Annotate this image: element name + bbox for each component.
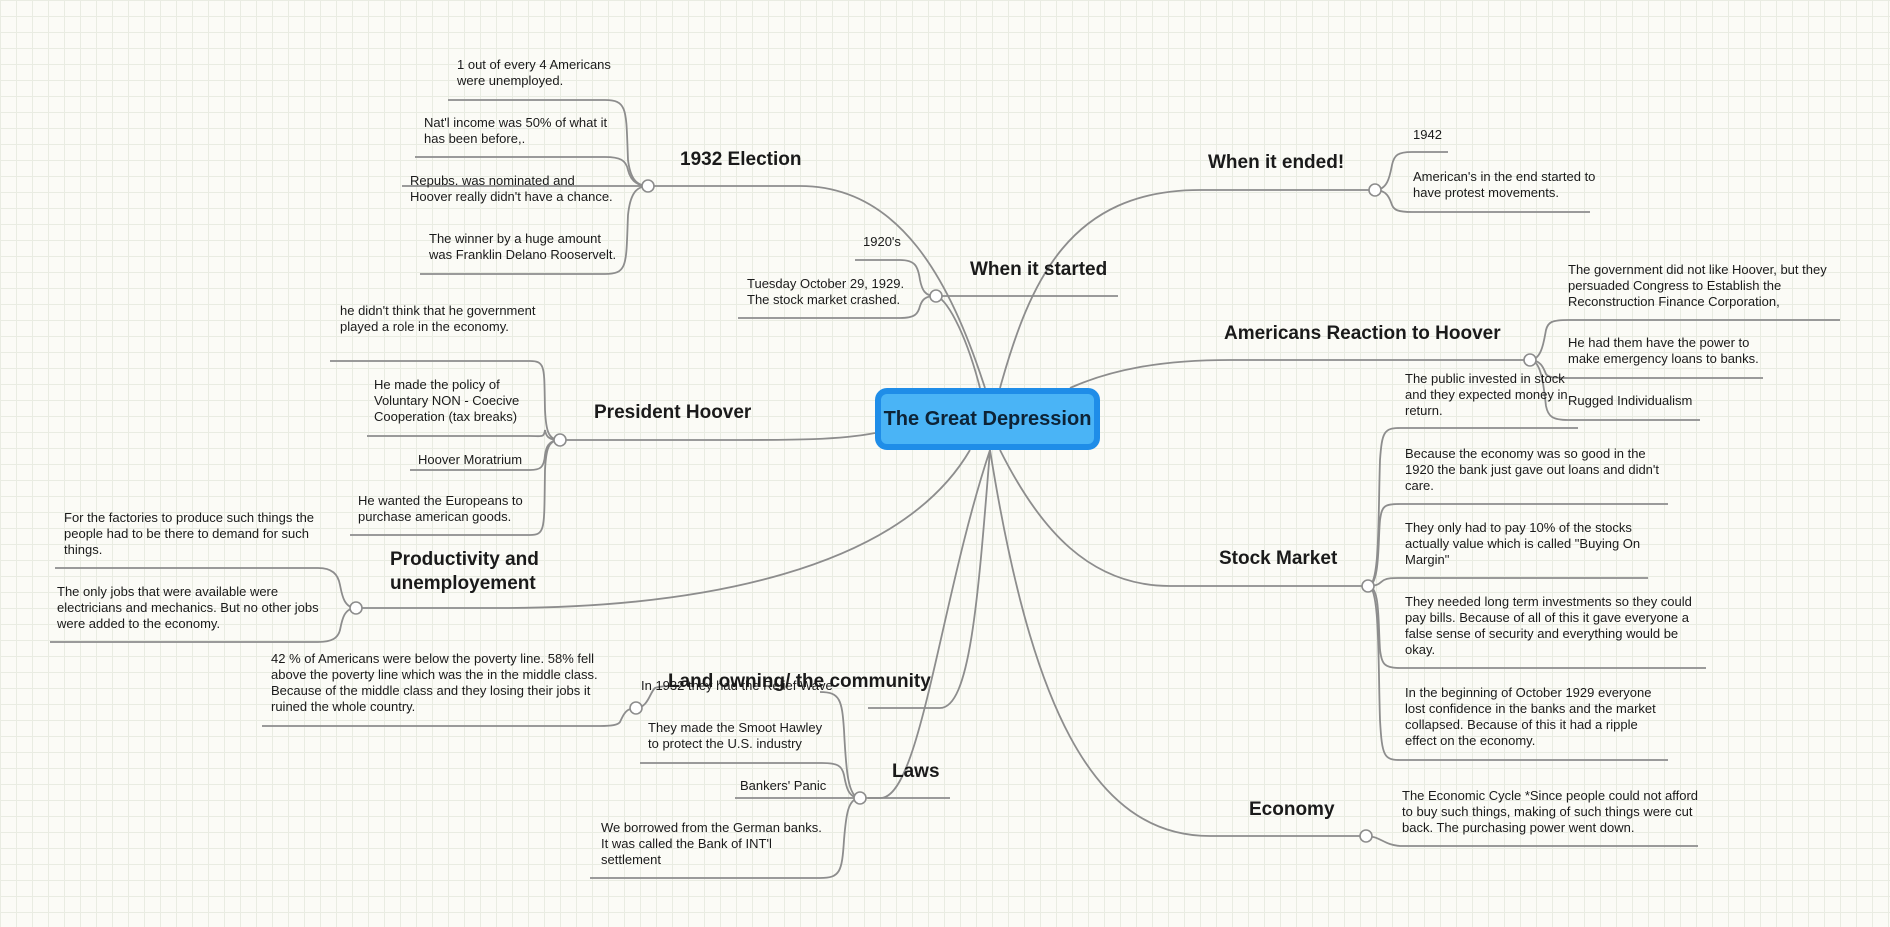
link-laws — [860, 449, 991, 799]
note-1920s[interactable]: 1920's — [863, 234, 901, 249]
note-rugged-individualism[interactable]: Rugged Individualism — [1568, 393, 1693, 408]
topic-when-ended[interactable]: When it ended! — [1208, 152, 1345, 173]
note-october-1929[interactable]: In the beginning of October 1929 everyon… — [1405, 685, 1656, 748]
topic-president-hoover[interactable]: President Hoover — [594, 402, 752, 423]
note-national-income[interactable]: Nat'l income was 50% of what it has been… — [424, 115, 608, 146]
link-land-owning — [868, 449, 991, 709]
link-when-started — [934, 295, 981, 389]
link-stock-market — [999, 449, 1368, 587]
node-1932-election — [641, 179, 655, 193]
note-unemployed[interactable]: 1 out of every 4 Americans were unemploy… — [457, 57, 611, 88]
topic-land-owning[interactable]: Land owning/ the community — [668, 671, 931, 692]
note-economic-cycle[interactable]: The Economic Cycle *Since people could n… — [1402, 788, 1699, 835]
topic-americans-reaction[interactable]: Americans Reaction to Hoover — [1224, 323, 1501, 344]
note-relief-wave[interactable]: In 1932 they had the Relief Wave — [641, 678, 833, 693]
note-german-banks[interactable]: We borrowed from the German banks. It wa… — [601, 820, 822, 867]
topic-economy[interactable]: Economy — [1249, 799, 1335, 820]
node-stock-market — [1361, 579, 1375, 593]
note-poverty-line[interactable]: 42 % of Americans were below the poverty… — [271, 651, 598, 714]
link-productivity — [356, 449, 971, 609]
note-emergency-loans[interactable]: He had them have the power to make emerg… — [1568, 335, 1759, 366]
node-laws — [853, 791, 867, 805]
topic-1932-election[interactable]: 1932 Election — [680, 149, 802, 170]
link-when-ended — [999, 189, 1375, 389]
note-hoover-policy[interactable]: He made the policy of Voluntary NON - Co… — [374, 377, 520, 424]
note-protest-movements[interactable]: American's in the end started to have pr… — [1413, 169, 1596, 200]
note-buying-on-margin[interactable]: They only had to pay 10% of the stocks a… — [1405, 520, 1641, 567]
link-americans-reaction — [1069, 359, 1530, 389]
topic-productivity[interactable]: Productivity and unemployement — [390, 549, 539, 594]
topic-laws[interactable]: Laws — [892, 761, 940, 782]
note-1942[interactable]: 1942 — [1413, 127, 1442, 142]
note-repubs-nominated[interactable]: Repubs. was nominated and Hoover really … — [410, 173, 613, 204]
note-factories-demand[interactable]: For the factories to produce such things… — [64, 510, 315, 557]
node-when-ended — [1368, 183, 1382, 197]
note-hoover-europeans[interactable]: He wanted the Europeans to purchase amer… — [358, 493, 523, 524]
node-economy — [1359, 829, 1373, 843]
node-land-owning — [629, 701, 643, 715]
topic-stock-market[interactable]: Stock Market — [1219, 548, 1338, 569]
note-crash-date[interactable]: Tuesday October 29, 1929. The stock mark… — [747, 276, 905, 307]
central-topic[interactable]: The Great Depression — [875, 388, 1100, 450]
note-hoover-government-role[interactable]: he didn't think that he government playe… — [340, 303, 536, 334]
note-smoot-hawley[interactable]: They made the Smoot Hawley to protect th… — [648, 720, 823, 751]
node-president-hoover — [553, 433, 567, 447]
note-bankers-panic[interactable]: Bankers' Panic — [740, 778, 827, 793]
node-americans-reaction — [1523, 353, 1537, 367]
link-economy — [989, 449, 1366, 837]
topic-when-started[interactable]: When it started — [970, 259, 1108, 280]
node-when-started — [929, 289, 943, 303]
note-hoover-moratorium[interactable]: Hoover Moratrium — [418, 452, 523, 467]
link-president-hoover — [560, 432, 876, 441]
note-reconstruction-finance[interactable]: The government did not like Hoover, but … — [1568, 262, 1827, 309]
note-winner[interactable]: The winner by a huge amount was Franklin… — [429, 231, 617, 262]
note-bank-loans[interactable]: Because the economy was so good in the 1… — [1405, 446, 1660, 493]
note-public-invested[interactable]: The public invested in stock and they ex… — [1405, 371, 1568, 418]
note-long-term-investments[interactable]: They needed long term investments so the… — [1405, 594, 1692, 657]
node-productivity — [349, 601, 363, 615]
link-1932-election — [648, 185, 986, 389]
note-only-jobs[interactable]: The only jobs that were available were e… — [57, 584, 319, 631]
